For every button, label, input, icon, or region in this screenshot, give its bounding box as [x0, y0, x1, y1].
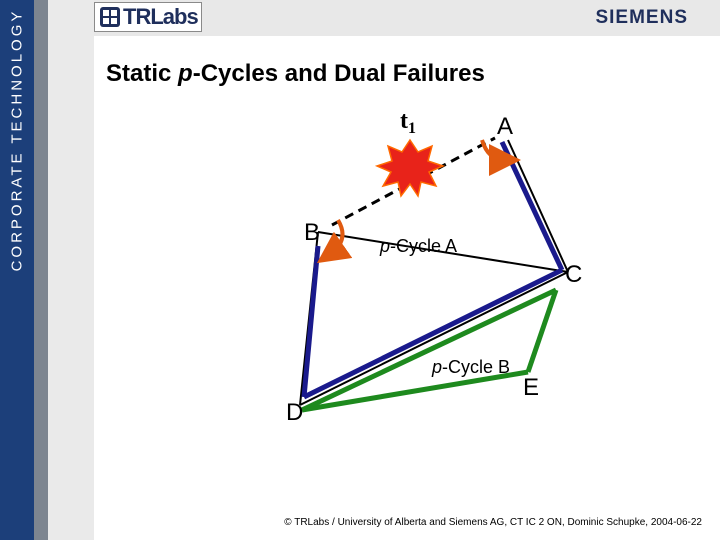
p-cycle-a-rest: -Cycle A	[390, 236, 457, 256]
cycle-a-segment-c-d	[302, 267, 564, 400]
node-e-label: E	[523, 374, 539, 401]
failure-label-main: t	[400, 108, 408, 134]
p-cycle-b-em: p	[431, 357, 442, 377]
title-prefix: Static	[106, 60, 179, 87]
link-a-c	[507, 139, 569, 273]
footer-copyright: © TRLabs / University of Alberta and Sie…	[284, 517, 702, 528]
cycle-a-segment-a-c	[499, 140, 565, 272]
trlabs-logo-icon	[100, 7, 120, 27]
node-b-label: B	[304, 219, 320, 246]
sidebar: CORPORATE TECHNOLOGY	[0, 0, 34, 540]
cycle-b-segment-c-e	[525, 289, 559, 373]
p-cycle-b-rest: -Cycle B	[442, 357, 510, 377]
node-a-label: A	[497, 113, 513, 140]
failure-burst-icon	[374, 138, 446, 198]
failure-label: t1	[400, 108, 416, 137]
p-cycle-b-label: p-Cycle B	[431, 357, 510, 377]
p-cycle-a-em: p	[379, 236, 390, 256]
p-cycle-a-label: p-Cycle A	[379, 236, 457, 256]
restore-arrow-a-icon	[480, 139, 521, 176]
cycle-b-segment-e-d	[301, 369, 529, 413]
failure-label-sub: 1	[408, 120, 416, 137]
sidebar-strip-light	[48, 0, 94, 540]
trlabs-logo: TRLabs	[94, 2, 202, 32]
node-c-label: C	[565, 261, 582, 288]
page-title: Static p-Cycles and Dual Failures	[106, 60, 485, 88]
cycle-b-segment-d-c	[300, 287, 558, 413]
p-cycle-b	[300, 287, 559, 413]
trlabs-logo-text: TRLabs	[123, 4, 199, 29]
link-d-c	[299, 271, 569, 406]
sidebar-strip	[34, 0, 48, 540]
title-suffix: -Cycles and Dual Failures	[192, 60, 485, 87]
cycle-a-segment-d-b	[301, 245, 321, 398]
node-d-label: D	[286, 399, 303, 426]
siemens-logo: SIEMENS	[595, 7, 688, 28]
link-b-c	[317, 231, 569, 273]
restore-arrow-b-icon	[316, 218, 353, 264]
title-italic-p: p	[178, 60, 193, 87]
